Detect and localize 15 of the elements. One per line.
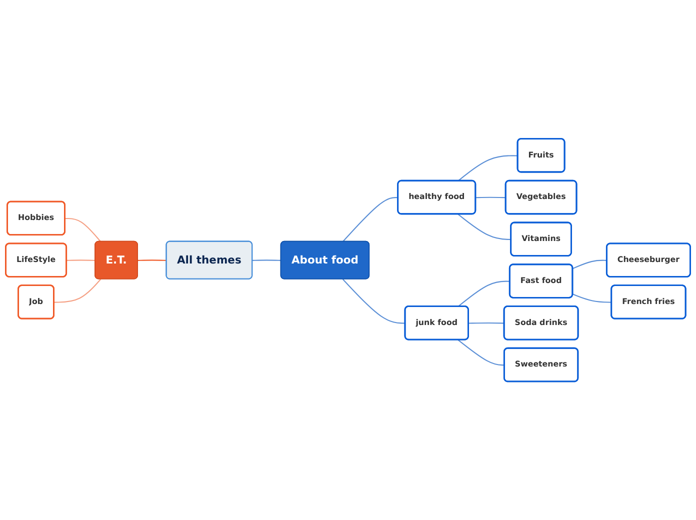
- connector: [458, 339, 505, 366]
- connector: [342, 278, 406, 324]
- connector: [138, 260, 167, 261]
- connector: [468, 322, 504, 324]
- connector: [252, 260, 282, 261]
- connector: [572, 260, 608, 269]
- connector: [458, 280, 510, 307]
- connector: [66, 260, 96, 261]
- connector: [65, 218, 102, 242]
- connector: [342, 196, 398, 242]
- connector: [572, 294, 612, 303]
- connector: [476, 196, 506, 198]
- connector: [458, 155, 518, 182]
- connector: [458, 214, 512, 240]
- connector: [54, 278, 102, 303]
